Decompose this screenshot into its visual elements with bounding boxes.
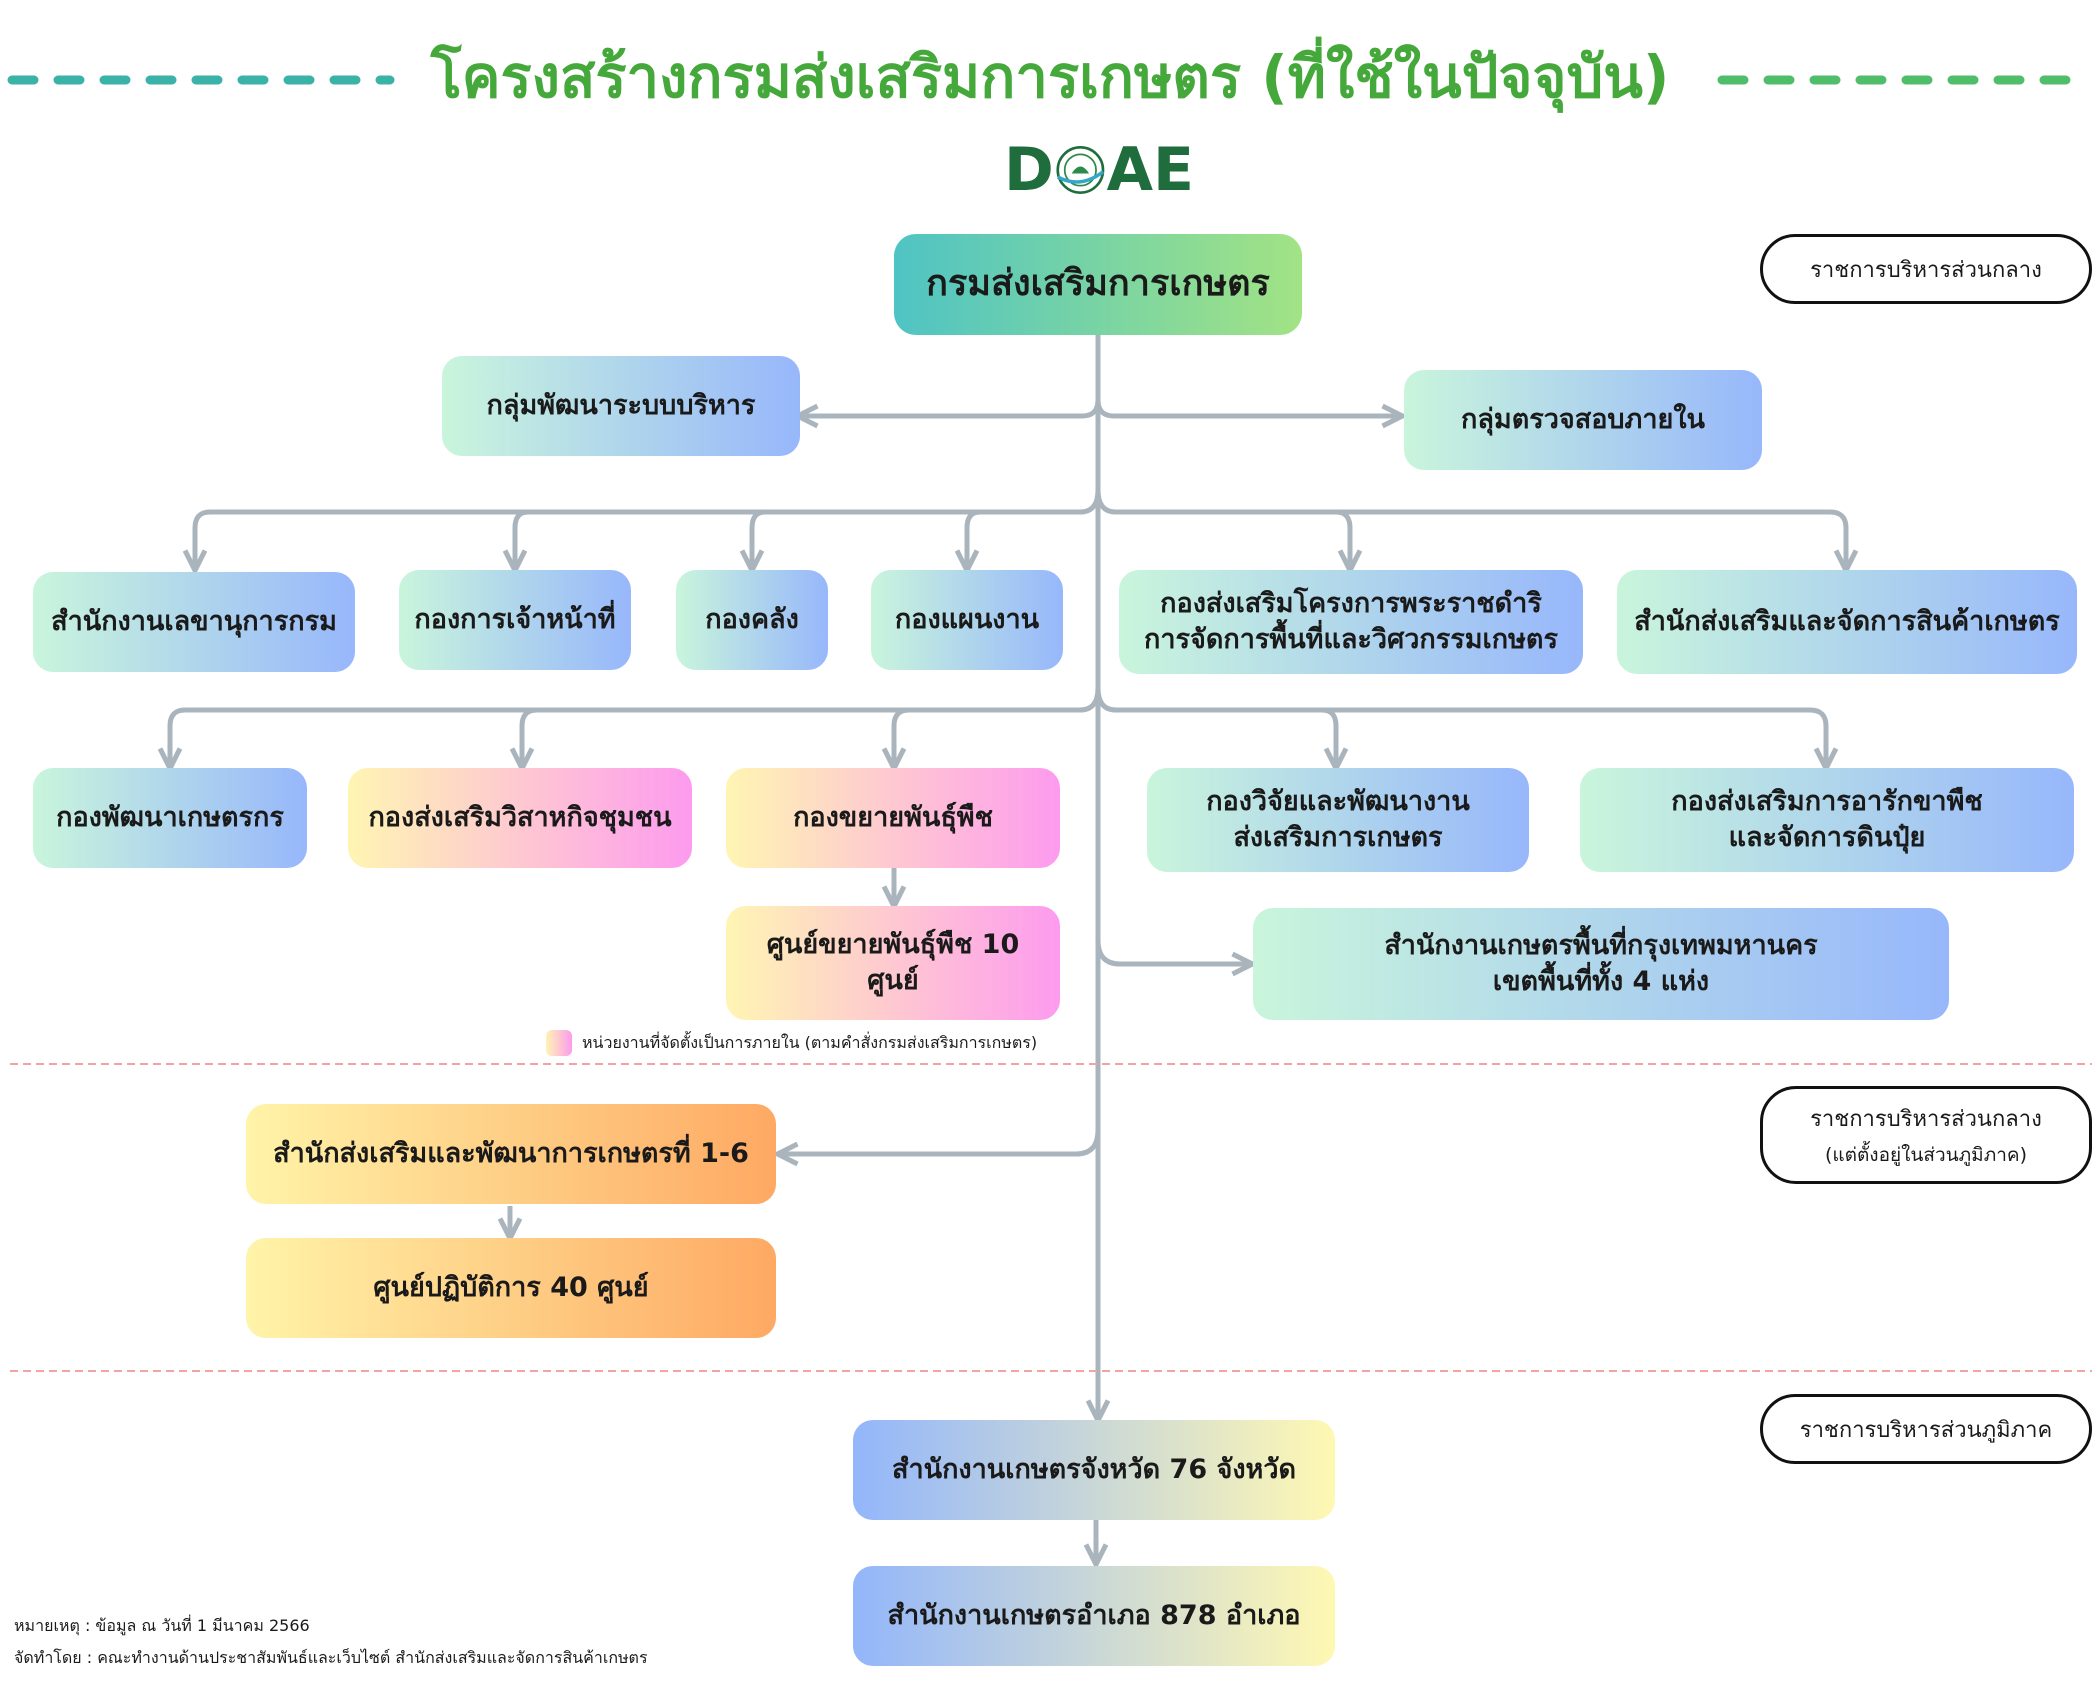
research-extension-division-box: กองวิจัยและพัฒนางาน ส่งเสริมการเกษตร (1147, 768, 1529, 872)
finance-division-box: กองคลัง (676, 570, 828, 670)
district-offices-box: สำนักงานเกษตรอำเภอ 878 อำเภอ (853, 1566, 1335, 1666)
secretary-office-box: สำนักงานเลขานุการกรม (33, 572, 355, 672)
personnel-division-box: กองการเจ้าหน้าที่ (399, 570, 631, 670)
provincial-admin-text: ราชการบริหารส่วนภูมิภาค (1799, 1417, 2053, 1443)
internal-audit-group-box: กลุ่มตรวจสอบภายใน (1404, 370, 1762, 470)
agri-products-bureau-box: สำนักส่งเสริมและจัดการสินค้าเกษตร (1617, 570, 2077, 674)
legend: หน่วยงานที่จัดตั้งเป็นการภายใน (ตามคำสั่… (546, 1030, 1037, 1056)
plant-propagation-division-box: กองขยายพันธุ์พืช (726, 768, 1060, 868)
provincial-offices-box: สำนักงานเกษตรจังหวัด 76 จังหวัด (853, 1420, 1335, 1520)
admin-development-group-box: กลุ่มพัฒนาระบบบริหาร (442, 356, 800, 456)
central-admin-text: ราชการบริหารส่วนกลาง (1810, 257, 2042, 283)
logo-letter-d: D (1004, 135, 1054, 205)
logo-letters-ae: AE (1106, 135, 1194, 205)
bangkok-agri-offices-box: สำนักงานเกษตรพื้นที่กรุงเทพมหานคร เขตพื้… (1253, 908, 1949, 1020)
central-regional-label: ราชการบริหารส่วนกลาง (แต่ตั้งอยู่ในส่วนภ… (1760, 1086, 2092, 1184)
footer-credit: จัดทำโดย : คณะทำงานด้านประชาสัมพันธ์และเ… (14, 1648, 648, 1667)
provincial-admin-label: ราชการบริหารส่วนภูมิภาค (1760, 1394, 2092, 1464)
planning-division-box: กองแผนงาน (871, 570, 1063, 670)
doae-seal-icon (1056, 146, 1105, 194)
community-enterprise-division-box: กองส่งเสริมวิสาหกิจชุมชน (348, 768, 692, 868)
central-regional-text: ราชการบริหารส่วนกลาง (1810, 1106, 2042, 1132)
legend-text: หน่วยงานที่จัดตั้งเป็นการภายใน (ตามคำสั่… (582, 1032, 1038, 1052)
royal-projects-division-box: กองส่งเสริมโครงการพระราชดำริ การจัดการพื… (1119, 570, 1583, 674)
seed-centers-box: ศูนย์ขยายพันธุ์พืช 10 ศูนย์ (726, 906, 1060, 1020)
operation-centers-box: ศูนย์ปฏิบัติการ 40 ศูนย์ (246, 1238, 776, 1338)
farmer-development-division-box: กองพัฒนาเกษตรกร (33, 768, 307, 868)
regional-offices-box: สำนักส่งเสริมและพัฒนาการเกษตรที่ 1-6 (246, 1104, 776, 1204)
department-box: กรมส่งเสริมการเกษตร (894, 234, 1302, 335)
doae-logo: D AE (1004, 135, 1194, 205)
legend-swatch (546, 1030, 572, 1056)
central-regional-subtext: (แต่ตั้งอยู่ในส่วนภูมิภาค) (1824, 1143, 2028, 1166)
plant-protection-division-box: กองส่งเสริมการอารักขาพืช และจัดการดินปุ๋… (1580, 768, 2074, 872)
central-admin-label: ราชการบริหารส่วนกลาง (1760, 234, 2092, 304)
page-title: โครงสร้างกรมส่งเสริมการเกษตร (ที่ใช้ในปั… (430, 43, 1670, 111)
footer-note: หมายเหตุ : ข้อมูล ณ วันที่ 1 มีนาคม 2566 (14, 1616, 310, 1635)
